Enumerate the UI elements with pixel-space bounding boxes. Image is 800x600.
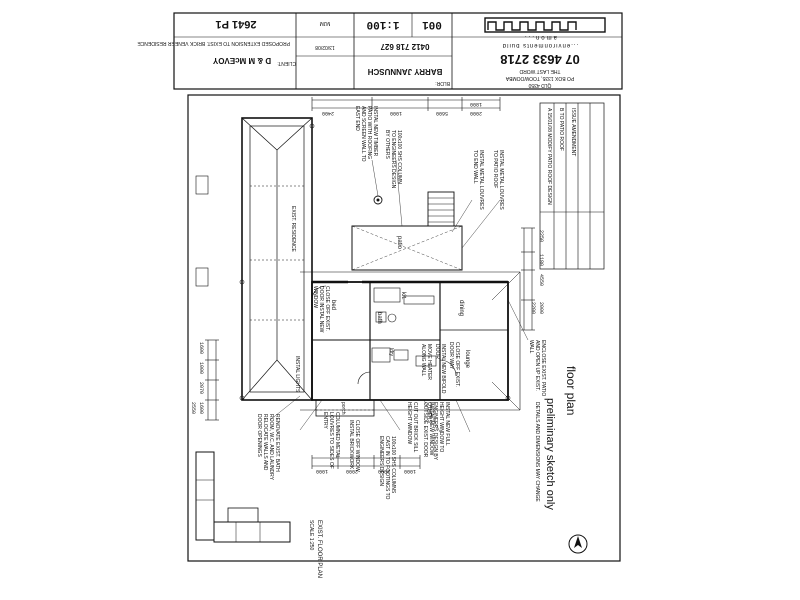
room-label-patio: patio	[396, 236, 402, 250]
dim-left-2: 1000	[198, 362, 204, 375]
drawn-by: MJM	[319, 20, 331, 26]
drawing-date: 13/02/08	[315, 44, 335, 50]
note-renovate-bath: RENOVATE EXIST. BATH ROOM, W.C. AND LAUN…	[256, 414, 280, 480]
revision-c: ISSUE AMENDMENT	[570, 108, 576, 157]
note-cut-brick: CUT OUT BRICK SILL HEIGHT WINDOW	[406, 402, 418, 453]
revision-a: A 15/01/08 MODIFY PATIO ROOF DESIGN	[546, 108, 552, 205]
note-full-height-window: INSTAL NEW FULL HEIGHT WINDOW TO ENGINEE…	[426, 402, 450, 460]
company-address-3: QLD 4350	[528, 82, 552, 88]
dim-left-3: 2070	[198, 382, 204, 395]
room-label-bed: bed	[330, 300, 336, 311]
job-number: 2641 P1	[215, 18, 257, 30]
client-label: CLIENT:	[277, 60, 296, 66]
dim-right-4: 2000	[538, 302, 544, 315]
company-address-1: THE LAST WORD	[519, 68, 561, 74]
room-label-residence: EXIST. RESIDENCE	[290, 206, 296, 252]
sheet-number: 001	[422, 18, 442, 30]
dim-bottom-3: 2000	[378, 468, 391, 474]
dim-right-5: 2200	[530, 302, 536, 315]
dim-top-2: 1000	[390, 110, 403, 116]
dim-top-1: 2400	[322, 110, 335, 116]
inset-scale: SCALE 1:250	[308, 520, 314, 551]
builder-phone: 0412 718 627	[380, 42, 430, 51]
dim-top-4: 2000	[470, 110, 483, 116]
dim-bottom-4: 1000	[404, 468, 417, 474]
note-louvres-entry: COLUMNED METAL LOUVRES TO SIDES OF ENTRY	[322, 412, 340, 469]
note-enclose-patio: ENCLOSE EXIST. PATIO AND OPEN UP EXIST. …	[528, 340, 546, 397]
company-logo	[484, 17, 606, 33]
room-label-ldry: ldry	[388, 348, 394, 357]
note-close-door-window: CLOSE OFF EXIST. DOOR INSTAL NEW WINDOW	[312, 286, 330, 333]
existing-floor-plan-inset	[195, 451, 291, 543]
company-name: amon...	[523, 34, 558, 40]
room-label-bath: bath	[376, 312, 382, 324]
plan-disclaimer: DETAILS AND DIMENSIONS MAY CHANGE	[534, 402, 540, 502]
dim-right-3: 4550	[538, 274, 544, 287]
project-description: PROPOSED EXTENSION TO EXIST. BRICK VENEE…	[137, 40, 290, 46]
dim-left-1: 1600	[198, 342, 204, 355]
note-bifold-door: INSTAL NEW BIFOLD DOOR	[434, 344, 446, 394]
inset-caption: EXIST. FLOOR PLAN	[316, 520, 322, 579]
revision-b: B TO PATIO ROOF	[558, 108, 564, 151]
note-column: 100x100 SHS COLUMN TO ENGINEERS DESIGN B…	[384, 130, 402, 189]
dim-top-5: 1800	[470, 101, 483, 107]
dim-left-4: 1600	[198, 402, 204, 415]
dim-right-2: 1180	[538, 254, 544, 267]
north-point-symbol	[568, 534, 588, 554]
drawing-scale: 1:100	[366, 18, 400, 30]
room-label-kitchen: kit.	[400, 292, 406, 300]
dim-right-1: 2250	[538, 230, 544, 243]
company-phone: 07 4633 2718	[500, 52, 580, 67]
company-tagline: ...environments build	[501, 42, 579, 48]
company-address-2: PO BOX 1335, TOOWOOMBA	[505, 75, 575, 81]
dim-left-5: 2550	[190, 402, 196, 415]
dim-bottom-2: 2000	[346, 468, 359, 474]
room-label-dining: dining	[458, 300, 464, 317]
dim-bottom-1: 1000	[316, 468, 329, 474]
client-name: D & M McEVOY	[212, 56, 272, 65]
note-close-doorway: CLOSE OFF EXIST. DOOR WAY	[448, 342, 460, 388]
note-lights: INSTAL LIGHTS	[294, 356, 300, 393]
note-louvres-wall: INSTAL METAL LOUVRES TO END WALL	[472, 150, 484, 210]
builder-name: BARRY JANNUSCH	[367, 67, 443, 76]
floor-plan-drawing	[205, 97, 535, 469]
builder-label: BLDR:	[435, 80, 450, 86]
note-louvres-roof: INSTAL METAL LOUVRES TO PATIO ROOF	[492, 150, 504, 210]
plan-subheading: preliminary sketch only	[544, 398, 556, 510]
note-patio: INSTAL NEW TIMBER PATIO WITH ROOFING AND…	[354, 106, 378, 162]
room-label-porch: porch	[340, 402, 346, 415]
plan-heading: floor plan	[564, 366, 578, 416]
room-label-lounge: lounge	[464, 350, 470, 369]
note-heater: MOVE HEATER ALONG WALL	[420, 344, 432, 381]
dim-top-3: 5600	[436, 110, 449, 116]
